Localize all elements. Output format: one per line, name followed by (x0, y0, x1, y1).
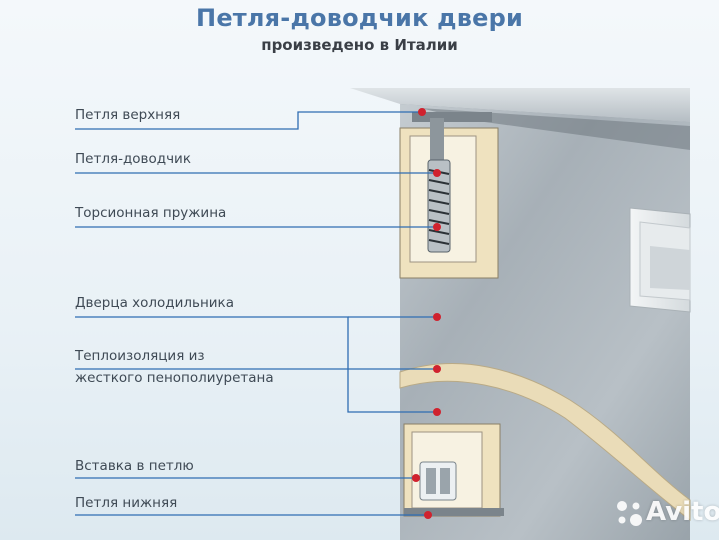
label-torsion-spring: Торсионная пружина (75, 205, 227, 221)
marker-upper-hinge (418, 108, 426, 116)
callout-markers (412, 108, 441, 519)
marker-torsion-spring (433, 223, 441, 231)
foam-cross-section (399, 363, 691, 522)
avito-logo-icon (617, 501, 642, 526)
door-handle (629, 207, 691, 313)
marker-fridge-door (433, 313, 441, 321)
marker-hinge-insert (412, 474, 420, 482)
label-fridge-door: Дверца холодильника (75, 295, 234, 311)
diagram-subtitle: произведено в Италии (261, 36, 458, 54)
leader-lines (75, 111, 437, 516)
avito-watermark: Avito (646, 497, 719, 527)
lower-cutaway (403, 423, 504, 517)
marker-lower-hinge (424, 511, 432, 519)
label-hinge-closer: Петля-доводчик (75, 151, 191, 167)
leader-fridge-door (75, 316, 437, 413)
label-hinge-insert: Вставка в петлю (75, 458, 194, 474)
marker-fridge-door-2 (433, 408, 441, 416)
label-insulation-line2: жесткого пенополиуретана (75, 370, 274, 386)
upper-cutaway (399, 112, 499, 279)
label-insulation-line1: Теплоизоляция из (75, 348, 205, 364)
diagram-title: Петля-доводчик двери (196, 4, 523, 32)
label-upper-hinge: Петля верхняя (75, 107, 181, 123)
leader-upper-hinge (75, 111, 422, 130)
marker-insulation (433, 365, 441, 373)
marker-hinge-closer (433, 169, 441, 177)
label-lower-hinge: Петля нижняя (75, 495, 178, 511)
